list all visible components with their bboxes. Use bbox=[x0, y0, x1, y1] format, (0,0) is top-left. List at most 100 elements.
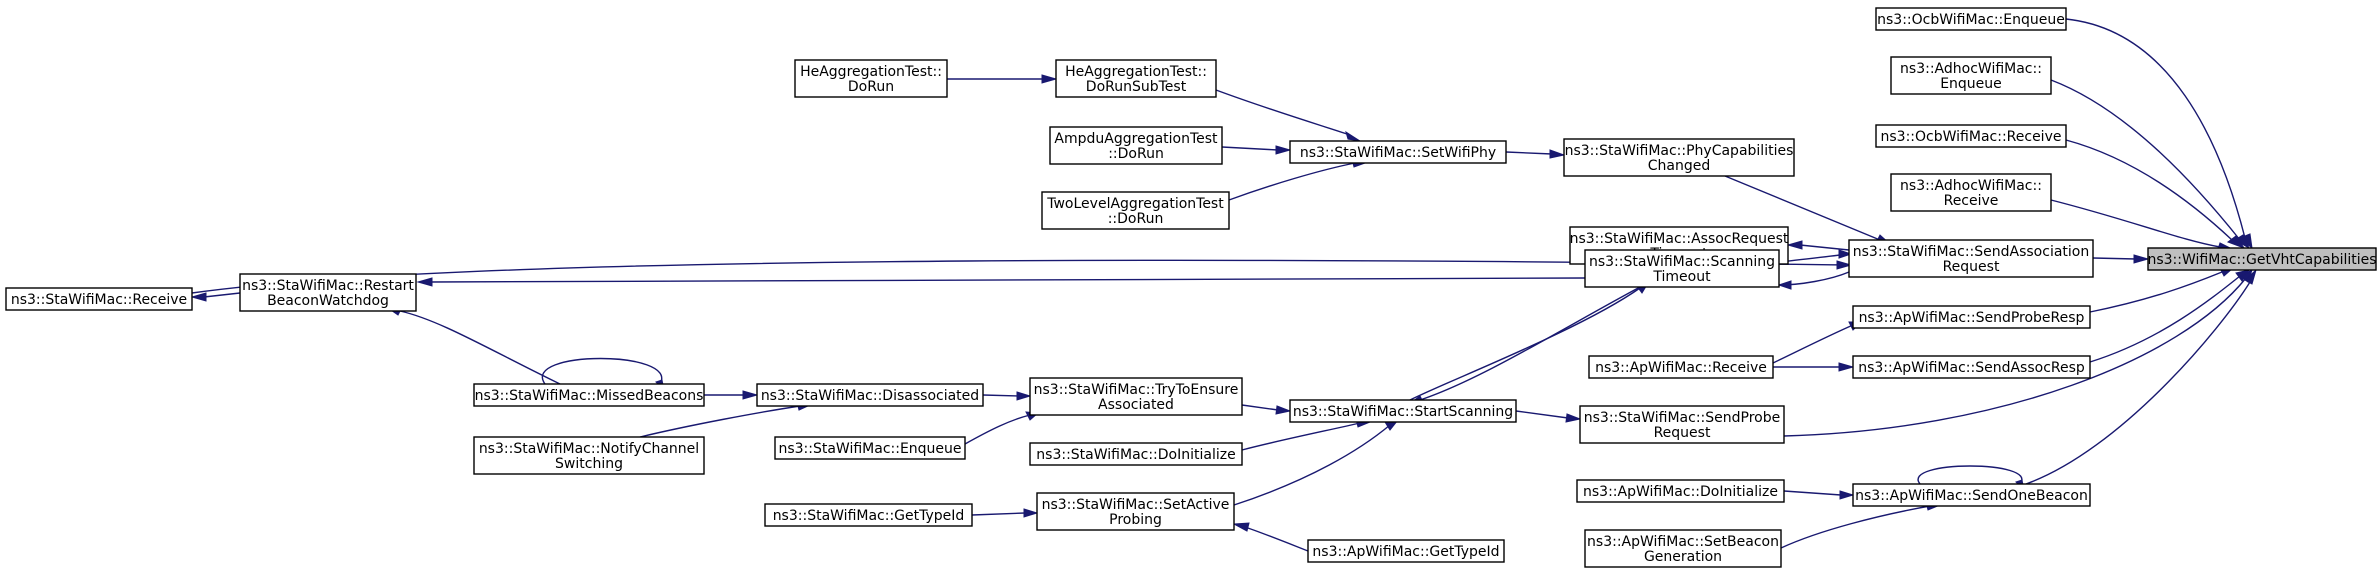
node-twolevel-dorun[interactable]: TwoLevelAggregationTest::DoRun bbox=[1041, 191, 1230, 230]
edge-twolevel-setwifiphy-line bbox=[1228, 162, 1356, 201]
node-box bbox=[1307, 539, 1505, 563]
edge-phycap-assocreq-line bbox=[1724, 175, 1881, 241]
node-ap-sendonebeacon[interactable]: ns3::ApWifiMac::SendOneBeacon bbox=[1852, 483, 2091, 507]
node-box bbox=[473, 436, 705, 475]
node-label-line: ns3::WifiMac::GetVhtCapabilities bbox=[2147, 252, 2376, 268]
node-label-line: ::DoRun bbox=[1108, 211, 1164, 227]
node-box bbox=[1036, 492, 1235, 531]
edge-ocb-receive-line bbox=[2065, 139, 2233, 241]
edge-sendprobereq-line bbox=[1783, 277, 2247, 437]
node-box bbox=[1049, 126, 1223, 165]
edge-ampdu-setwifiphy bbox=[1221, 145, 1292, 155]
edge-assocreq-scantimeout-back bbox=[1777, 271, 1850, 290]
edge-startscanning-scantimeout bbox=[1409, 282, 1649, 401]
node-heagg-dorun[interactable]: HeAggregationTest::DoRun bbox=[794, 59, 948, 98]
node-label-line: Request bbox=[1654, 425, 1711, 441]
node-ap-receive[interactable]: ns3::ApWifiMac::Receive bbox=[1588, 355, 1774, 379]
node-box bbox=[756, 383, 984, 407]
node-sta-gettypeid[interactable]: ns3::StaWifiMac::GetTypeId bbox=[764, 503, 973, 527]
node-ampdu-dorun[interactable]: AmpduAggregationTest::DoRun bbox=[1049, 126, 1223, 165]
node-sta-disassociated[interactable]: ns3::StaWifiMac::Disassociated bbox=[756, 383, 984, 407]
node-box bbox=[1055, 59, 1217, 98]
node-box bbox=[1588, 355, 1774, 379]
edge-stagettypeid-setactiveprobing-arrowhead bbox=[1023, 508, 1039, 518]
node-ap-sendproberesp[interactable]: ns3::ApWifiMac::SendProbeResp bbox=[1852, 305, 2091, 329]
edge-doinit-sendonebeacon bbox=[1783, 490, 1855, 500]
node-label-line: Timeout bbox=[1652, 269, 1711, 285]
node-sta-enqueue[interactable]: ns3::StaWifiMac::Enqueue bbox=[774, 436, 966, 460]
node-box bbox=[1852, 305, 2091, 329]
node-ap-doinit[interactable]: ns3::ApWifiMac::DoInitialize bbox=[1576, 479, 1785, 503]
edge-doinit-sendonebeacon-arrowhead bbox=[1839, 490, 1855, 500]
node-box bbox=[1579, 405, 1785, 444]
edge-heaggsub-setwifiphy bbox=[1215, 89, 1361, 142]
edge-scantimeout-restart bbox=[416, 277, 1586, 287]
node-box bbox=[1890, 56, 2052, 95]
node-box bbox=[239, 273, 417, 312]
edge-setwifiphy-phycap-arrowhead bbox=[1549, 149, 1566, 159]
node-label-line: DoRunSubTest bbox=[1086, 79, 1187, 95]
edge-sendprobereq bbox=[1783, 268, 2253, 437]
node-label-line: ns3::StaWifiMac::SendAssociation bbox=[1853, 244, 2089, 260]
edge-sendassocreq-line bbox=[2092, 257, 2137, 260]
node-label-line: ns3::StaWifiMac::Scanning bbox=[1589, 254, 1775, 270]
edge-notify-disassoc-line bbox=[639, 405, 801, 438]
node-box bbox=[1289, 140, 1507, 164]
edge-scantimeout-restart-arrowhead bbox=[416, 277, 433, 287]
node-sta-startscanning[interactable]: ns3::StaWifiMac::StartScanning bbox=[1289, 399, 1517, 423]
node-sta-doinit[interactable]: ns3::StaWifiMac::DoInitialize bbox=[1029, 442, 1243, 466]
node-ap-gettypeid[interactable]: ns3::ApWifiMac::GetTypeId bbox=[1307, 539, 1505, 563]
node-ocb-enqueue[interactable]: ns3::OcbWifiMac::Enqueue bbox=[1875, 7, 2067, 31]
edge-sendproberesp bbox=[2089, 267, 2235, 313]
node-label-line: DoRun bbox=[848, 79, 894, 95]
edge-gettypeid-setactive bbox=[1232, 522, 1309, 552]
edge-sendonebeacon-arrowhead bbox=[2244, 268, 2257, 285]
node-ap-sendassocresp[interactable]: ns3::ApWifiMac::SendAssocResp bbox=[1852, 355, 2091, 379]
node-label-line: ns3::AdhocWifiMac:: bbox=[1900, 178, 2042, 194]
node-ocb-receive[interactable]: ns3::OcbWifiMac::Receive bbox=[1875, 124, 2067, 148]
edge-receive-assocreq-arrowhead bbox=[1836, 260, 1853, 270]
node-box bbox=[764, 503, 973, 527]
node-box bbox=[473, 383, 705, 407]
edge-notify-disassoc bbox=[639, 401, 812, 438]
edge-apreceive-sendproberesp bbox=[1772, 321, 1863, 364]
node-sta-receive[interactable]: ns3::StaWifiMac::Receive bbox=[5, 287, 193, 311]
node-label-line: ns3::StaWifiMac::Restart bbox=[242, 278, 414, 294]
edge-ocb-enqueue bbox=[2065, 18, 2253, 250]
edge-disassoc-trytoensure bbox=[982, 391, 1032, 401]
node-sta-missedbeacons[interactable]: ns3::StaWifiMac::MissedBeacons bbox=[473, 383, 705, 407]
edge-sendassocresp-line bbox=[2089, 275, 2241, 363]
node-box bbox=[794, 59, 948, 98]
edge-trytoensure-startscanning bbox=[1241, 404, 1292, 415]
edge-restart-receive-line bbox=[203, 292, 241, 298]
edge-heaggdorun-heaggsub bbox=[947, 74, 1058, 84]
edge-setactive-startscanning-line bbox=[1233, 424, 1391, 506]
node-label-line: ns3::ApWifiMac::SetBeacon bbox=[1587, 534, 1779, 550]
node-label-line: Request bbox=[1943, 259, 2000, 275]
edge-missed-restart-line bbox=[399, 310, 561, 385]
node-label-line: HeAggregationTest:: bbox=[800, 64, 942, 80]
edge-assocreq-assoctimeout-arrowhead bbox=[1786, 240, 1803, 250]
node-label-line: ns3::StaWifiMac::Disassociated bbox=[761, 388, 979, 404]
node-label-line: ns3::StaWifiMac::StartScanning bbox=[1293, 404, 1513, 420]
edge-heaggsub-setwifiphy-arrowhead bbox=[1345, 130, 1361, 142]
node-adhoc-enqueue[interactable]: ns3::AdhocWifiMac::Enqueue bbox=[1890, 56, 2052, 95]
node-box bbox=[1852, 483, 2091, 507]
edge-staenqueue-trytoensure-line bbox=[964, 414, 1031, 445]
node-box bbox=[1576, 479, 1785, 503]
edge-scantimeout-assocreq bbox=[1778, 249, 1853, 263]
node-heagg-dorunsub[interactable]: HeAggregationTest::DoRunSubTest bbox=[1055, 59, 1217, 98]
node-adhoc-receive[interactable]: ns3::AdhocWifiMac::Receive bbox=[1890, 173, 2052, 212]
node-sta-setwifiphy[interactable]: ns3::StaWifiMac::SetWifiPhy bbox=[1289, 140, 1507, 164]
edge-ocb-receive bbox=[2065, 139, 2246, 250]
node-getvht[interactable]: ns3::WifiMac::GetVhtCapabilities bbox=[2147, 247, 2377, 271]
